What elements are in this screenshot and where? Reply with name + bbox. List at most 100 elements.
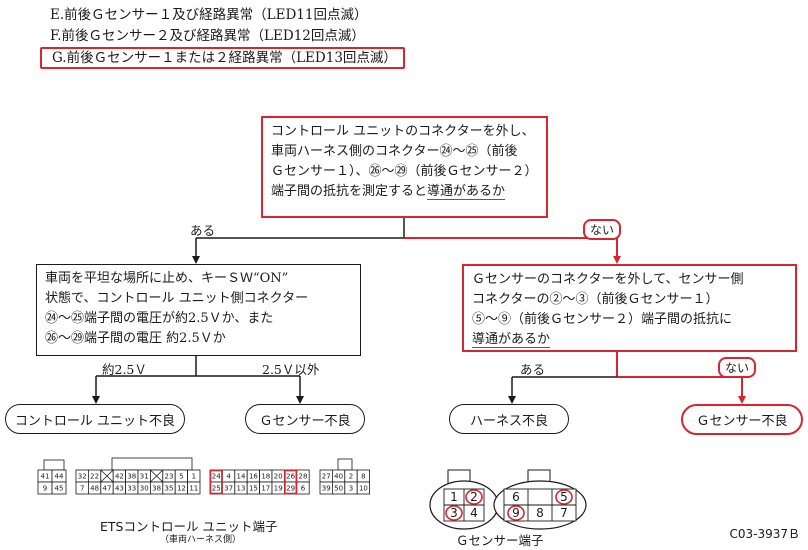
- ets-small-right-pin-label: 10: [359, 485, 368, 493]
- g-right-pin-label: 8: [536, 506, 544, 520]
- g-sensor-connector-caption: Ｇセンサー端子: [456, 533, 544, 548]
- ets-main-pin-label: 30: [140, 485, 149, 493]
- header-line-f: F.前後Ｇセンサー２及び経路異常（LED12回点滅）: [50, 28, 365, 44]
- ets-main-pin-label: 38: [152, 485, 161, 493]
- ets-connector-subcaption: （車両ハーネス側）: [160, 535, 242, 545]
- g-right-pin-label: 6: [512, 490, 520, 504]
- ets-mid-pin-label: 13: [237, 485, 246, 493]
- ets-main-pin-label: 38: [127, 473, 136, 481]
- result-harness-faulty: ハーネス不良: [449, 404, 569, 434]
- branch-no-label: ない: [583, 219, 622, 240]
- ets-mid-pin-label: 15: [249, 485, 258, 493]
- top-box-line-1: コントロール ユニットのコネクターを外し、: [271, 124, 535, 139]
- g-pin5-highlight: [555, 489, 573, 505]
- ets-mid-pin-label: 25: [212, 485, 221, 493]
- left-yes-label: 約2.5Ｖ: [102, 362, 147, 377]
- g-left-pin-label: 1: [450, 490, 458, 504]
- ets-main-pin-label: 7: [80, 485, 84, 493]
- ets-main-pin-label: 5: [179, 473, 183, 481]
- ets-small-right-pin-label: 8: [361, 473, 365, 481]
- ets-mid-pin-label: 37: [224, 485, 233, 493]
- ets-main-pin-label: 31: [140, 473, 149, 481]
- ets-main-pin-label: 35: [165, 485, 174, 493]
- g-left-pin-label: 4: [470, 506, 478, 520]
- ets-small-left-pin-label: 44: [55, 473, 64, 481]
- ets-main-pin-label: 1: [192, 473, 196, 481]
- small-left-latch: [43, 459, 65, 471]
- ets-mid-pin26-29-highlight: [284, 469, 298, 495]
- branch-yes-label: ある: [190, 223, 216, 238]
- ets-main-pin-label: 47: [103, 485, 112, 493]
- figure-code: C03-3937Ｂ: [729, 527, 800, 541]
- g-right-pin-label: 5: [560, 490, 568, 504]
- result-g-sensor-faulty-left: Ｇセンサー不良: [245, 404, 365, 434]
- g-pin9-highlight: [507, 505, 525, 521]
- ets-main-pin-label: 48: [90, 485, 99, 493]
- ets-mid-pin-label: 17: [261, 485, 270, 493]
- ets-main-pin-label: 23: [165, 473, 174, 481]
- ets-small-right-pin-label: 39: [322, 485, 331, 493]
- ets-main-cell: [187, 481, 201, 495]
- g-left-pin-label: 2: [470, 490, 478, 504]
- ets-main-pin-label: 32: [78, 473, 87, 481]
- ets-mid-pin-label: 19: [274, 485, 283, 493]
- ets-main-pin-label: 43: [115, 485, 124, 493]
- right-box-line-1: Ｇセンサーのコネクターを外して、センサー側: [472, 272, 744, 287]
- g-left-pin-label: 3: [450, 506, 458, 520]
- ets-main-pin-label: 33: [127, 485, 136, 493]
- ets-mid-pin-label: 16: [249, 473, 258, 481]
- top-box-line-3: Ｇセンサー１）、㉖～㉙（前後Ｇセンサー２）: [271, 164, 538, 179]
- right-decision-box: Ｇセンサーのコネクターを外して、センサー側 コネクターの②～③（前後Ｇセンサー１…: [462, 264, 797, 352]
- ets-small-left-cell: [51, 481, 67, 495]
- ets-small-left-pin-label: 9: [43, 485, 47, 493]
- ets-mid-pin-label: 29: [286, 485, 295, 493]
- ets-main-pin-label: 11: [189, 485, 198, 493]
- top-box-highlight: 導通があるか: [427, 184, 506, 200]
- g-right-pin-label: 7: [560, 506, 568, 520]
- small-right-latch: [337, 458, 353, 471]
- main-latch: [111, 457, 193, 471]
- right-box-highlight: 導通があるか: [472, 332, 551, 348]
- ets-mid-pin-label: 28: [299, 473, 308, 481]
- result-g-sensor-faulty-right: Ｇセンサー不良: [681, 404, 803, 435]
- g-right-pin-label: 9: [512, 506, 520, 520]
- left-box-line-3: ㉔～㉕端子間の電圧が約2.5Ｖか、また: [45, 311, 274, 326]
- ets-main-blank-cross: [150, 469, 164, 483]
- g-pin2-highlight: [465, 489, 483, 505]
- ets-mid-pin-label: 4: [226, 473, 231, 481]
- right-no-label: ない: [718, 357, 757, 378]
- ets-small-right-pin-label: 27: [322, 473, 331, 481]
- top-box-line-4: 端子間の抵抗を測定すると: [271, 184, 428, 199]
- top-decision-box: コントロール ユニットのコネクターを外し、 車両ハーネス側のコネクター㉔～㉕（前…: [261, 116, 548, 218]
- ets-mid-pin-label: 14: [237, 473, 246, 481]
- ets-small-right-cell: [356, 481, 371, 495]
- ets-small-right-pin-label: 40: [334, 473, 343, 481]
- left-box-line-4: ㉖～㉙端子間の電圧 約2.5Ｖか: [45, 331, 226, 346]
- ets-small-right-pin-label: 2: [349, 473, 353, 481]
- ets-small-right-pin-label: 3: [349, 485, 353, 493]
- ets-main-pin-label: 22: [90, 473, 99, 481]
- left-box-line-2: 状態で、コントロール ユニット側コネクター: [45, 291, 309, 306]
- ets-mid-pin24-25-highlight: [209, 469, 223, 495]
- ets-small-right-pin-label: 50: [334, 485, 343, 493]
- ets-main-pin-label: 12: [177, 485, 186, 493]
- header-line-e: E.前後Ｇセンサー１及び経路異常（LED11回点滅）: [50, 7, 368, 23]
- ets-main-pin-label: 42: [115, 473, 124, 481]
- ets-small-left-pin-label: 45: [55, 485, 64, 493]
- ets-connector-caption: ETSコントロール ユニット端子: [100, 519, 278, 534]
- g-pin3-highlight: [445, 505, 463, 521]
- right-box-line-3: ⑤～⑨（前後Ｇセンサー２）端子間の抵抗に: [472, 312, 733, 327]
- header-line-g-highlighted: G.前後Ｇセンサー１または２経路異常（LED13回点滅）: [40, 47, 405, 69]
- ets-mid-pin-label: 18: [261, 473, 270, 481]
- ets-mid-pin-label: 20: [274, 473, 283, 481]
- ets-small-left-pin-label: 41: [41, 473, 50, 481]
- ets-mid-pin-label: 24: [212, 473, 221, 481]
- left-decision-box: 車両を平坦な場所に止め、キーＳＷ“ON” 状態で、コントロール ユニット側コネク…: [36, 264, 361, 356]
- result-control-unit-faulty: コントロール ユニット不良: [5, 404, 185, 434]
- left-box-line-1: 車両を平坦な場所に止め、キーＳＷ“ON”: [45, 271, 289, 286]
- ets-main-blank-cross: [100, 469, 114, 483]
- ets-mid-pin-label: 26: [286, 473, 295, 481]
- top-box-line-2: 車両ハーネス側のコネクター㉔～㉕（前後: [271, 144, 518, 159]
- right-yes-label: ある: [520, 362, 546, 377]
- right-box-line-2: コネクターの②～③（前後Ｇセンサー１）: [472, 292, 719, 307]
